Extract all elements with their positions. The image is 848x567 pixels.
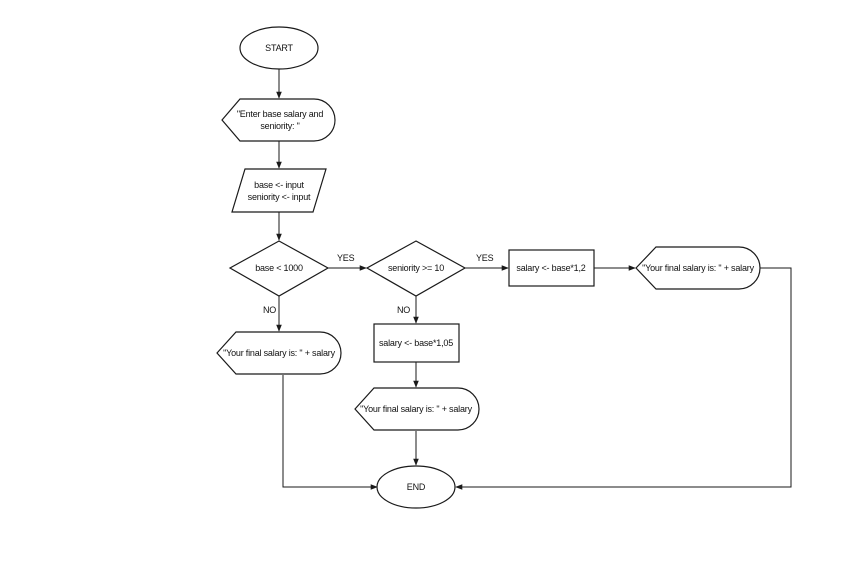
terminal-shape [376,465,456,509]
decision-shape [365,240,467,297]
node-assign-high: salary <- base*1,2 [508,249,595,287]
node-output-high: "Your final salary is: " + salary [635,246,761,290]
node-decision-seniority: seniority >= 10 [365,240,467,297]
node-prompt-input-line-2: seniority: " [260,121,299,131]
edge-label-base-no: NO [263,305,276,315]
edges [276,69,792,490]
node-start-label: START [265,43,293,53]
node-end: END [376,465,456,509]
node-output-low-label: "Your final salary is: " + salary [223,348,335,358]
node-read-input: base <- input seniority <- input [231,168,327,213]
node-prompt-input-line-1: "Enter base salary and [237,109,324,119]
terminal-shape [239,26,319,70]
node-decision-base-label: base < 1000 [255,263,303,273]
node-read-input-line-2: seniority <- input [248,192,311,202]
edge-label-base-yes: YES [337,253,355,263]
node-assign-high-label: salary <- base*1,2 [516,263,585,273]
node-start: START [239,26,319,70]
node-output-mid: "Your final salary is: " + salary [354,387,480,431]
edge-label-seniority-no: NO [397,305,410,315]
process-shape [508,249,595,287]
node-assign-mid: salary <- base*1,05 [373,323,460,363]
decision-shape [228,240,330,297]
display-shape [635,246,761,290]
display-shape [221,98,336,142]
node-output-high-label: "Your final salary is: " + salary [642,263,754,273]
process-shape [373,323,460,363]
node-output-mid-label: "Your final salary is: " + salary [360,404,472,414]
node-decision-base: base < 1000 [228,240,330,297]
node-output-low: "Your final salary is: " + salary [216,331,342,375]
node-decision-seniority-label: seniority >= 10 [388,263,444,273]
node-assign-mid-label: salary <- base*1,05 [379,338,453,348]
display-shape [354,387,480,431]
edge-label-seniority-yes: YES [476,253,494,263]
edge-output-low-to-end [282,375,378,490]
node-prompt-input: "Enter base salary and seniority: " [221,98,336,142]
node-end-label: END [407,482,426,492]
display-shape [216,331,342,375]
edge-output-high-to-end [455,267,792,490]
node-read-input-line-1: base <- input [254,180,304,190]
io-shape [231,168,327,213]
